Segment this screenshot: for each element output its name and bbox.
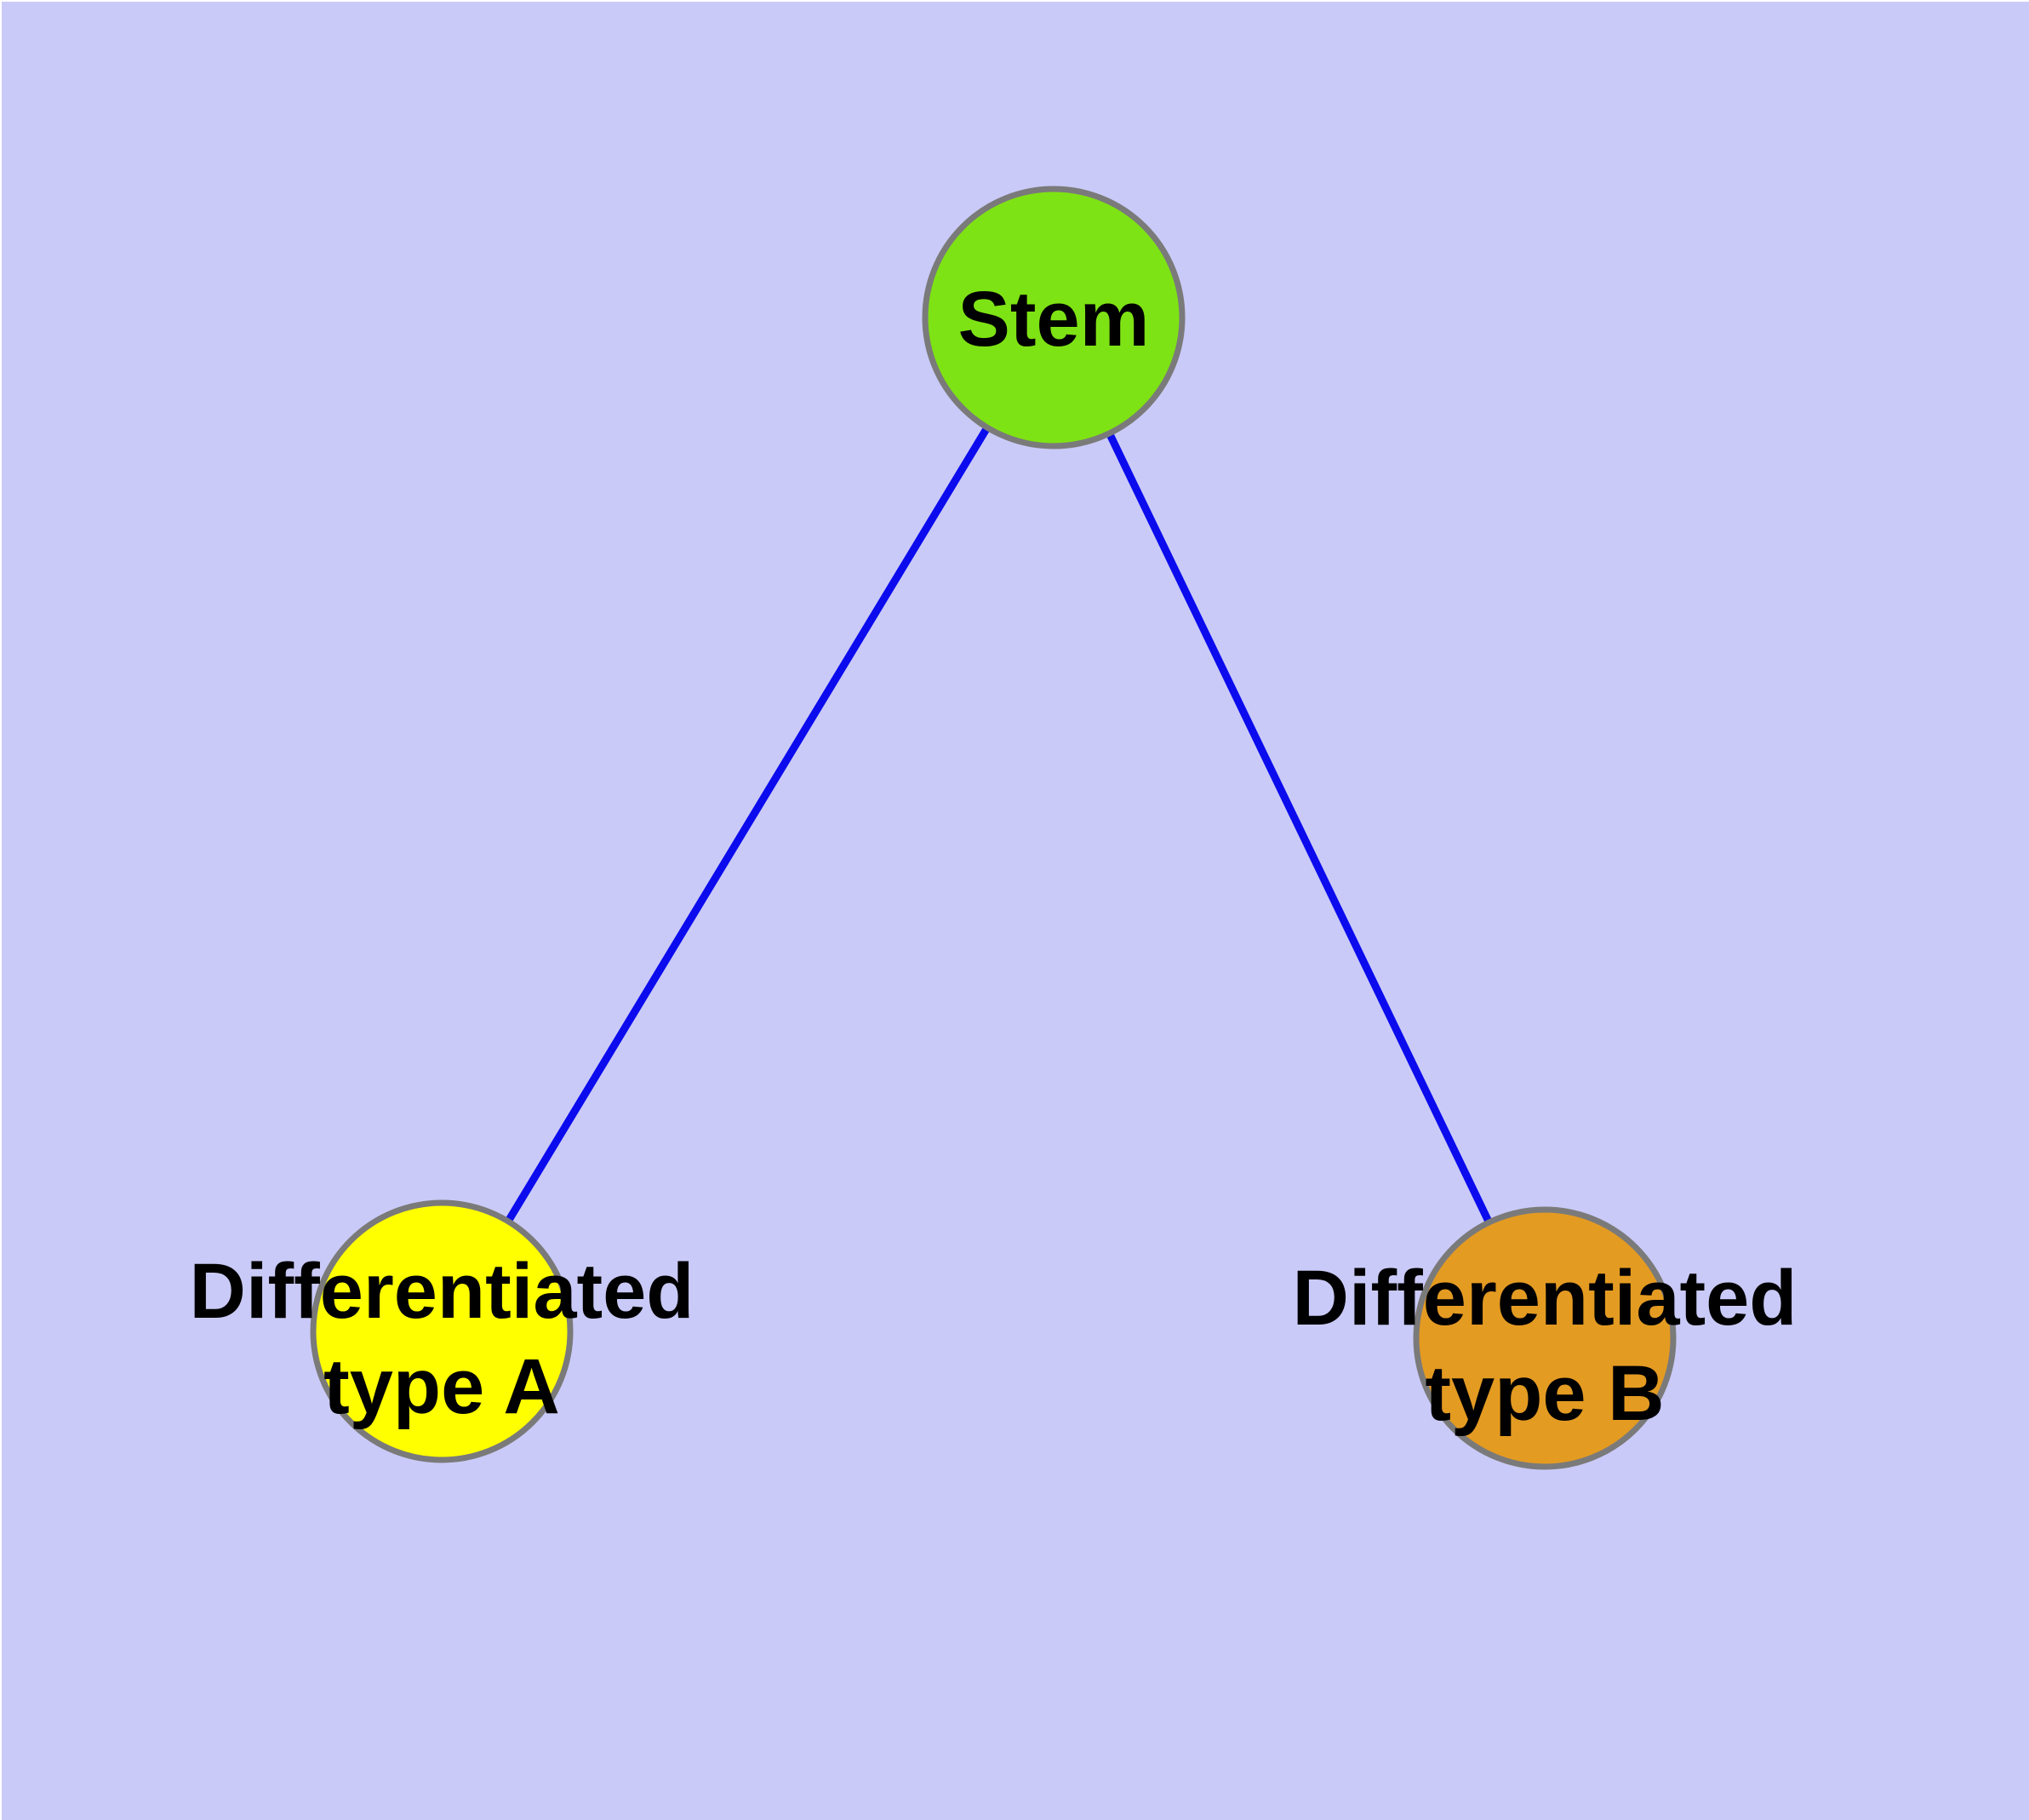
- node-differentiated-type-a-label-line2: type A: [323, 1343, 560, 1430]
- edge-stem-to-type-b: [1049, 316, 1549, 1340]
- node-differentiated-type-b-label-line2: type B: [1425, 1350, 1664, 1437]
- node-differentiated-type-a: [310, 1199, 574, 1463]
- node-differentiated-type-a-label-line1: Differentiated: [190, 1248, 694, 1335]
- node-differentiated-type-b-label-line1: Differentiated: [1293, 1255, 1798, 1342]
- edge-stem-to-type-a: [438, 315, 1057, 1334]
- node-differentiated-type-b: [1413, 1206, 1677, 1470]
- node-stem: [922, 186, 1186, 449]
- node-stem-label: Stem: [958, 276, 1150, 363]
